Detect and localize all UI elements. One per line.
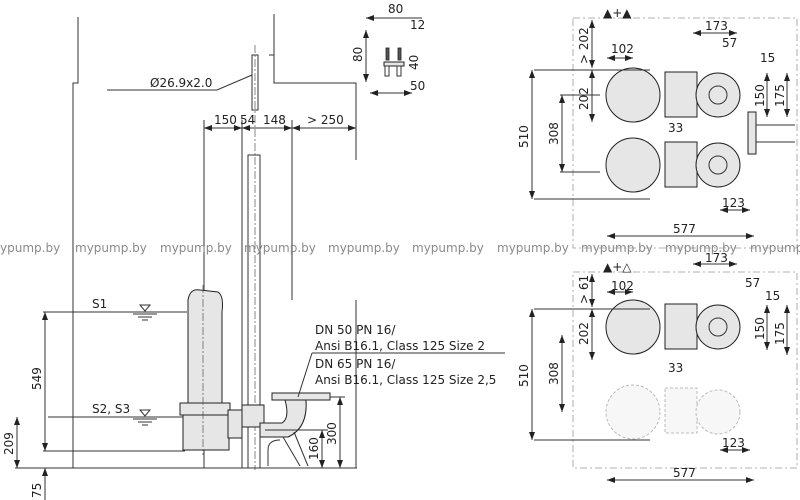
level-s2-s3: S2, S3 — [92, 402, 130, 416]
submersible-pump — [179, 285, 265, 455]
dimension-label: 50 — [410, 79, 425, 93]
vertical-dimensions: 549 209 75 300 160 — [2, 312, 345, 500]
dimension-label: 510 — [517, 364, 531, 387]
dimension-label: 54 — [240, 113, 255, 127]
dimension-label: 12 — [410, 18, 425, 32]
dimension-label: 173 — [705, 19, 728, 33]
dimension-label: 102 — [611, 42, 634, 56]
dimension-label: Ansi B16.1, Class 125 Size 2,5 — [315, 373, 496, 387]
double-pump-symbol: ▲+▲ — [603, 6, 632, 20]
dimension-label: 202 — [577, 322, 591, 345]
dimension-label: > 202 — [577, 27, 591, 64]
dimension-label: 577 — [673, 466, 696, 480]
dimension-label: 33 — [668, 121, 683, 135]
level-s1: S1 — [92, 297, 107, 311]
flange-note: DN 50 PN 16/ Ansi B16.1, Class 125 Size … — [297, 323, 505, 398]
dimension-label: mypump.by — [328, 241, 400, 255]
pump-top-1 — [605, 67, 741, 123]
top-dimensions: 150 54 148 > 250 — [203, 113, 357, 468]
dimension-label: 15 — [765, 289, 780, 303]
dimension-label: DN 65 PN 16/ — [315, 357, 396, 371]
dimension-label: 15 — [760, 51, 775, 65]
dimension-label: 57 — [722, 36, 737, 50]
dimension-label: 510 — [517, 125, 531, 148]
pit-left-wall — [72, 17, 79, 468]
pipe-diameter-label: Ø26.9x2.0 — [150, 76, 212, 90]
dimension-label: 148 — [263, 113, 286, 127]
plan-view-bottom: ▲+△ 510 308 > 61 202 102 173 57 15 150 1… — [517, 251, 798, 483]
dimension-label: 40 — [407, 55, 421, 70]
dimension-label: DN 50 PN 16/ — [315, 323, 396, 337]
dimension-label: mypump.by — [160, 241, 232, 255]
plan-view-top: ▲+▲ 510 308 > 202 202 102 173 57 15 150 … — [517, 6, 798, 249]
dimension-label: 33 — [668, 361, 683, 375]
dimension-label: ypump.by — [0, 241, 60, 255]
dimension-label: mypump.by — [581, 241, 653, 255]
dimension-label: mypump.by — [665, 241, 737, 255]
dimension-label: mypump.by — [750, 241, 800, 255]
dimension-label: 150 — [753, 84, 767, 107]
dimension-label: 577 — [673, 222, 696, 236]
dimension-label: > 61 — [577, 275, 591, 304]
water-level-icon — [133, 304, 157, 426]
watermark-row: ypump.by mypump.by mypump.by mypump.by m… — [0, 241, 800, 255]
section-view: Ø26.9x2.0 150 54 148 > 250 S1 S2, S3 — [2, 14, 505, 500]
dimension-label: 300 — [325, 422, 339, 445]
dimension-label: 308 — [547, 122, 561, 145]
dimension-label: 202 — [577, 87, 591, 110]
pump-standby-ghost — [605, 384, 741, 440]
dimension-label: mypump.by — [412, 241, 484, 255]
dimension-label: 102 — [611, 279, 634, 293]
dimension-label: 209 — [2, 432, 16, 455]
dimension-label: 80 — [351, 47, 365, 62]
dimension-label: 308 — [547, 362, 561, 385]
single-pump-symbol: ▲+△ — [603, 260, 632, 274]
dimension-label: 173 — [705, 251, 728, 265]
dimension-label: 150 — [214, 113, 237, 127]
dimension-label: 123 — [722, 196, 745, 210]
dimension-label: mypump.by — [497, 241, 569, 255]
dimension-label: 80 — [388, 2, 403, 16]
dimension-label: 57 — [745, 276, 760, 290]
dimension-label: 175 — [773, 322, 787, 345]
dimension-label: mypump.by — [75, 241, 147, 255]
dimension-label: 175 — [773, 84, 787, 107]
pump-active — [605, 299, 741, 355]
bracket-detail: 80 12 80 40 50 — [351, 2, 425, 96]
pump-top-2 — [605, 137, 741, 193]
dimension-label: 75 — [30, 483, 44, 498]
guide-rail — [247, 154, 261, 469]
dimension-label: 150 — [753, 317, 767, 340]
dimension-label: > 250 — [307, 113, 344, 127]
dimension-label: 549 — [30, 367, 44, 390]
dimension-label: 160 — [307, 437, 321, 460]
dimension-label: Ansi B16.1, Class 125 Size 2 — [315, 339, 485, 353]
dimension-label: mypump.by — [244, 241, 316, 255]
dimension-label: 123 — [722, 436, 745, 450]
